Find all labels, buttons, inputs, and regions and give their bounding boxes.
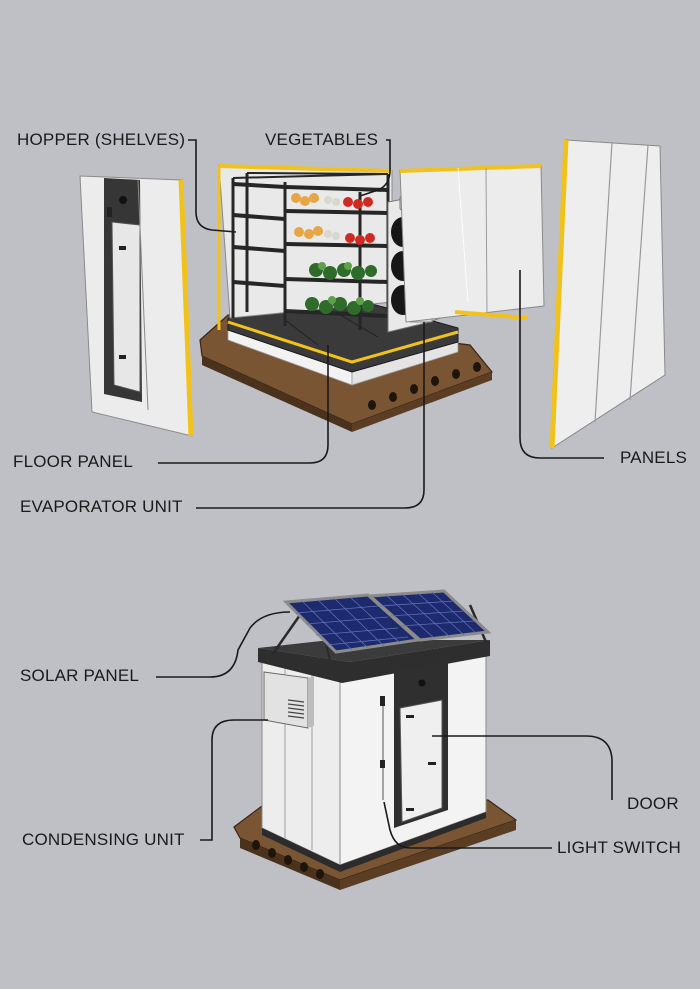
solar-panels [270, 589, 492, 661]
evaporator-unit-label: EVAPORATOR UNIT [20, 497, 183, 516]
cold-room-cabin [258, 640, 490, 872]
leader-lines-top [158, 139, 604, 509]
door-label: DOOR [627, 794, 679, 813]
panels-label: PANELS [620, 448, 688, 467]
vegetables [291, 193, 377, 315]
assembled-view [156, 589, 613, 890]
exploded-view [79, 139, 666, 509]
condensing-unit [263, 671, 314, 729]
side-panel [399, 164, 545, 323]
shelf-unit [231, 172, 390, 330]
condensing-unit-label: CONDENSING UNIT [22, 830, 185, 849]
leader-lines-bottom [156, 611, 613, 849]
hopper-shelves-label: HOPPER (SHELVES) [17, 130, 186, 149]
solar-panel-label: SOLAR PANEL [20, 666, 140, 685]
wall-panel [549, 139, 666, 449]
light-switch-label: LIGHT SWITCH [557, 838, 681, 857]
door-panel [79, 175, 194, 437]
vegetables-label: VEGETABLES [265, 130, 379, 149]
floor-panel-label: FLOOR PANEL [13, 452, 133, 471]
